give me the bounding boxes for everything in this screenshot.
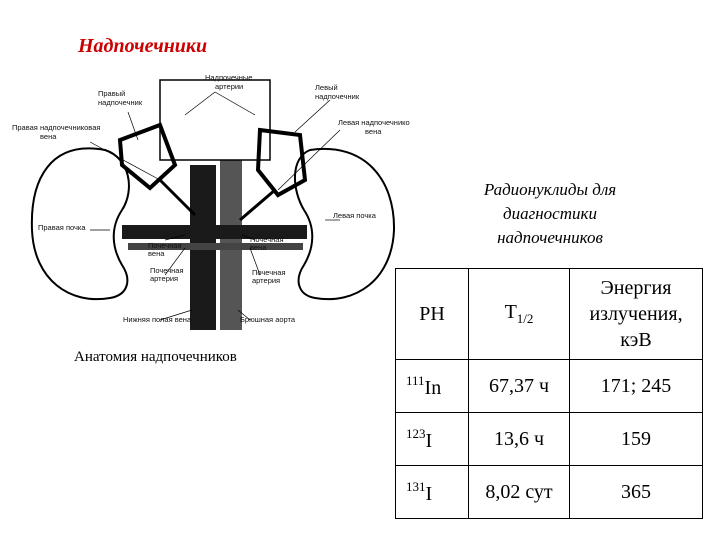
label-right-adrenal-vein-1: Правая надпочечниковая bbox=[12, 123, 100, 132]
label-left-adrenal-vein-1: Левая надпочечниковая bbox=[338, 118, 410, 127]
label-renal-vein-left-2: вена bbox=[250, 243, 267, 252]
radionuclides-title-line: Радионуклиды для bbox=[483, 180, 617, 199]
nuclide-mass: 131 bbox=[406, 478, 426, 494]
label-left-kidney: Левая почка bbox=[333, 211, 377, 220]
cell-energy: 171; 245 bbox=[569, 359, 703, 413]
label-renal-artery-left-2: артерия bbox=[252, 276, 280, 285]
header-energy-line: Энергия bbox=[600, 277, 672, 299]
left-adrenal-shape bbox=[255, 127, 308, 198]
label-right-adrenal-vein-2: вена bbox=[40, 132, 57, 141]
adrenal-anatomy-diagram: Надпочечные артерии Правый надпочечник Л… bbox=[12, 73, 410, 330]
table-row: 131I 8,02 сут 365 bbox=[395, 465, 703, 519]
left-kidney-shape bbox=[293, 147, 396, 301]
header-half-life-sub: 1/2 bbox=[516, 311, 534, 326]
label-renal-vein-right-1: Почечная bbox=[148, 241, 182, 250]
label-renal-artery-right-2: артерия bbox=[150, 274, 178, 283]
header-half-life: T1/2 bbox=[468, 268, 570, 360]
renal-vein-shape bbox=[122, 225, 307, 239]
diaphragm-shape bbox=[159, 79, 271, 161]
header-energy: Энергия излучения, кэВ bbox=[569, 268, 703, 360]
nuclide-mass: 111 bbox=[406, 372, 425, 388]
cell-energy: 365 bbox=[569, 465, 703, 519]
right-kidney-shape bbox=[30, 147, 130, 301]
cell-half-life: 8,02 сут bbox=[468, 465, 570, 519]
nuclide-symbol: In bbox=[424, 376, 442, 399]
cell-nuclide: 111In bbox=[395, 359, 469, 413]
table-row: 111In 67,37 ч 171; 245 bbox=[395, 359, 703, 413]
nuclide-symbol: I bbox=[425, 482, 433, 505]
cell-nuclide: 131I bbox=[395, 465, 469, 519]
diagram-caption: Анатомия надпочечников bbox=[74, 349, 237, 365]
renal-artery-shape bbox=[128, 243, 303, 250]
nuclide-symbol: I bbox=[425, 429, 433, 452]
label-right-kidney: Правая почка bbox=[38, 223, 86, 232]
cell-energy: 159 bbox=[569, 412, 703, 466]
table-header-row: РН T1/2 Энергия излучения, кэВ bbox=[395, 268, 703, 360]
label-renal-vein-left-1: Почечная bbox=[250, 235, 284, 244]
cell-nuclide: 123I bbox=[395, 412, 469, 466]
label-left-adrenal-vein-2: вена bbox=[365, 127, 382, 136]
label-left-adrenal-2: надпочечник bbox=[315, 92, 360, 101]
label-renal-vein-right-2: вена bbox=[148, 249, 165, 258]
label-right-adrenal-2: надпочечник bbox=[98, 98, 143, 107]
label-aorta: Брюшная аорта bbox=[240, 315, 296, 324]
nuclide-mass: 123 bbox=[406, 425, 426, 441]
page-title: Надпочечники bbox=[78, 35, 208, 57]
header-half-life-main: T bbox=[504, 301, 517, 323]
cell-half-life: 13,6 ч bbox=[468, 412, 570, 466]
table-row: 123I 13,6 ч 159 bbox=[395, 412, 703, 466]
label-adrenal-arteries-2: артерии bbox=[215, 82, 243, 91]
label-right-adrenal-1: Правый bbox=[98, 89, 125, 98]
label-left-adrenal-1: Левый bbox=[315, 83, 338, 92]
cell-half-life: 67,37 ч bbox=[468, 359, 570, 413]
label-renal-artery-left-1: Почечная bbox=[252, 268, 286, 277]
header-energy-line: кэВ bbox=[620, 329, 652, 351]
header-rn: РН bbox=[395, 268, 469, 360]
radionuclides-title-line: надпочечников bbox=[497, 228, 603, 247]
right-adrenal-shape bbox=[117, 122, 178, 191]
header-energy-line: излучения, bbox=[589, 303, 683, 325]
label-adrenal-arteries-1: Надпочечные bbox=[205, 73, 252, 82]
radionuclides-title: Радионуклиды для диагностики надпочечник… bbox=[440, 178, 660, 250]
radionuclides-title-line: диагностики bbox=[503, 204, 597, 223]
label-renal-artery-right-1: Почечная bbox=[150, 266, 184, 275]
radionuclides-table: РН T1/2 Энергия излучения, кэВ 111In 67,… bbox=[395, 268, 703, 519]
label-ivc: Нижняя полая вена bbox=[123, 315, 192, 324]
